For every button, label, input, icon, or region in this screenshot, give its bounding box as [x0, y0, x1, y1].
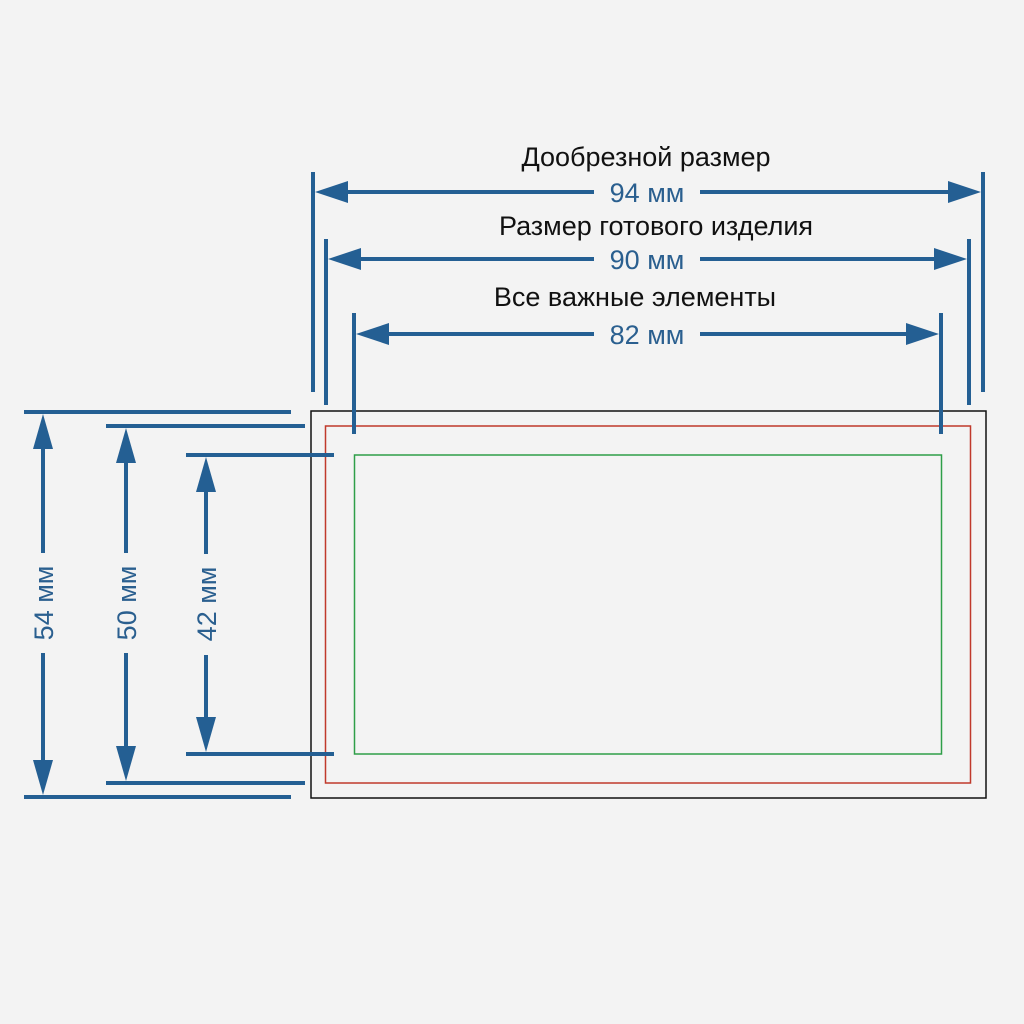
value-bleed-height: 54 мм [29, 566, 59, 641]
arrowhead-down [116, 746, 136, 781]
arrowhead-right [906, 323, 939, 345]
arrowhead-right [934, 248, 967, 270]
arrowhead-down [33, 760, 53, 795]
dimension-bleed-height: 54 мм [24, 410, 291, 799]
arrowhead-left [315, 181, 348, 203]
label-trim-size: Размер готового изделия [499, 211, 813, 241]
arrowhead-up [116, 428, 136, 463]
dimension-safe-width: Все важные элементы 82 мм [352, 282, 943, 434]
label-bleed-size: Дообрезной размер [521, 142, 770, 172]
value-trim-width: 90 мм [610, 245, 685, 275]
arrowhead-up [196, 457, 216, 492]
safe-area-rectangle [353, 454, 943, 755]
bleed-rectangle [310, 410, 987, 799]
arrowhead-down [196, 717, 216, 752]
value-trim-height: 50 мм [112, 566, 142, 641]
dimension-trim-height: 50 мм [106, 424, 305, 785]
arrowhead-right [948, 181, 981, 203]
value-safe-width: 82 мм [610, 320, 685, 350]
arrowhead-up [33, 414, 53, 449]
label-important-elements: Все важные элементы [494, 282, 776, 312]
value-bleed-width: 94 мм [610, 178, 685, 208]
arrowhead-left [356, 323, 389, 345]
value-safe-height: 42 мм [192, 567, 222, 642]
dimension-trim-width: Размер готового изделия 90 мм [324, 211, 971, 405]
trim-rectangle [324, 425, 972, 784]
arrowhead-left [328, 248, 361, 270]
dimension-bleed-width: Дообрезной размер 94 мм [311, 142, 985, 392]
dimension-safe-height: 42 мм [186, 453, 334, 756]
